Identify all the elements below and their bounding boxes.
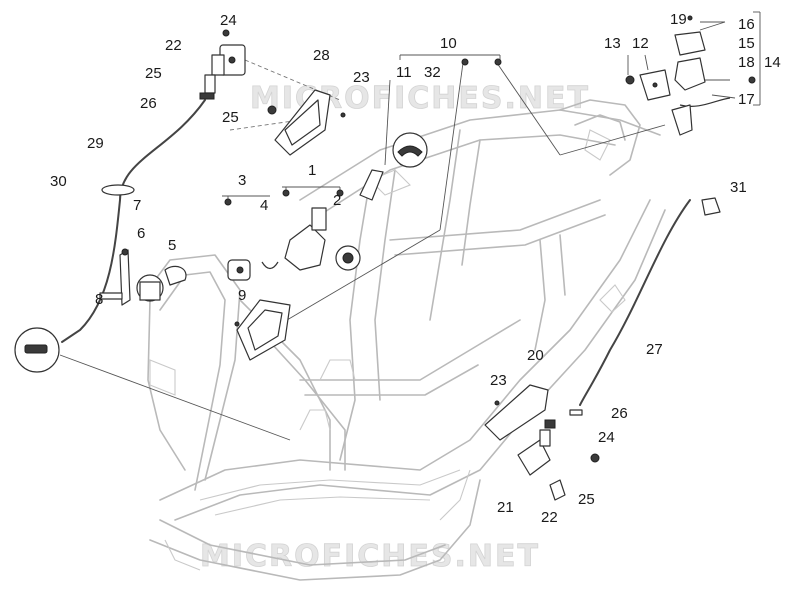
callout-23-b: 23	[490, 372, 507, 389]
seat-lock-actuator-lower	[484, 384, 600, 501]
callout-29: 29	[87, 135, 104, 152]
callout-22: 22	[165, 37, 182, 54]
callout-11: 11	[396, 64, 412, 81]
callout-15: 15	[738, 35, 755, 52]
inset-32	[392, 132, 428, 168]
clip-parts-3-4	[224, 198, 279, 281]
watermark-bottom: MICROFICHES.NET	[200, 539, 540, 574]
callout-30: 30	[50, 173, 67, 190]
callout-labels: 24 22 28 25 23 26 25 29 30 1 3 2 4 7 6 5…	[50, 11, 781, 526]
callout-18: 18	[738, 54, 755, 71]
lock-assembly-14-19	[671, 15, 756, 136]
callout-9: 9	[238, 287, 246, 304]
callout-24-b: 24	[598, 429, 615, 446]
control-module-9	[234, 299, 291, 361]
hinge-plate-12	[625, 69, 671, 101]
callout-24: 24	[220, 12, 237, 29]
callout-17: 17	[738, 91, 755, 108]
callout-22-b: 22	[541, 509, 558, 526]
callout-6: 6	[137, 225, 145, 242]
callout-21: 21	[497, 499, 514, 516]
callout-1: 1	[308, 162, 316, 179]
callout-19: 19	[670, 11, 687, 28]
callout-26: 26	[140, 95, 157, 112]
callout-12: 12	[632, 35, 649, 52]
switch-assembly-left	[99, 248, 187, 306]
callout-25-c: 25	[578, 491, 595, 508]
callout-3: 3	[238, 172, 246, 189]
callout-13: 13	[604, 35, 621, 52]
callout-16: 16	[738, 16, 755, 33]
seat-lock-actuator-upper	[199, 29, 277, 115]
cable-27	[579, 197, 721, 406]
callout-28: 28	[313, 47, 330, 64]
callout-10: 10	[440, 35, 457, 52]
callout-20: 20	[527, 347, 544, 364]
callout-8: 8	[95, 291, 103, 308]
callout-25-b: 25	[222, 109, 239, 126]
scooter-frame	[139, 99, 666, 581]
cable-tag-29-inset	[14, 327, 60, 373]
callout-5: 5	[168, 237, 176, 254]
callout-23: 23	[353, 69, 370, 86]
callout-4: 4	[260, 197, 268, 214]
callout-31: 31	[730, 179, 747, 196]
callout-32: 32	[424, 64, 441, 81]
callout-25: 25	[145, 65, 162, 82]
cable-29	[61, 99, 206, 343]
callout-7: 7	[133, 197, 141, 214]
callout-27: 27	[646, 341, 663, 358]
callout-2: 2	[333, 192, 341, 209]
cover-11	[359, 58, 502, 201]
bracket-28	[274, 89, 346, 156]
callout-26-b: 26	[611, 405, 628, 422]
callout-14: 14	[764, 54, 781, 71]
ignition-lock-1-2	[282, 189, 361, 271]
